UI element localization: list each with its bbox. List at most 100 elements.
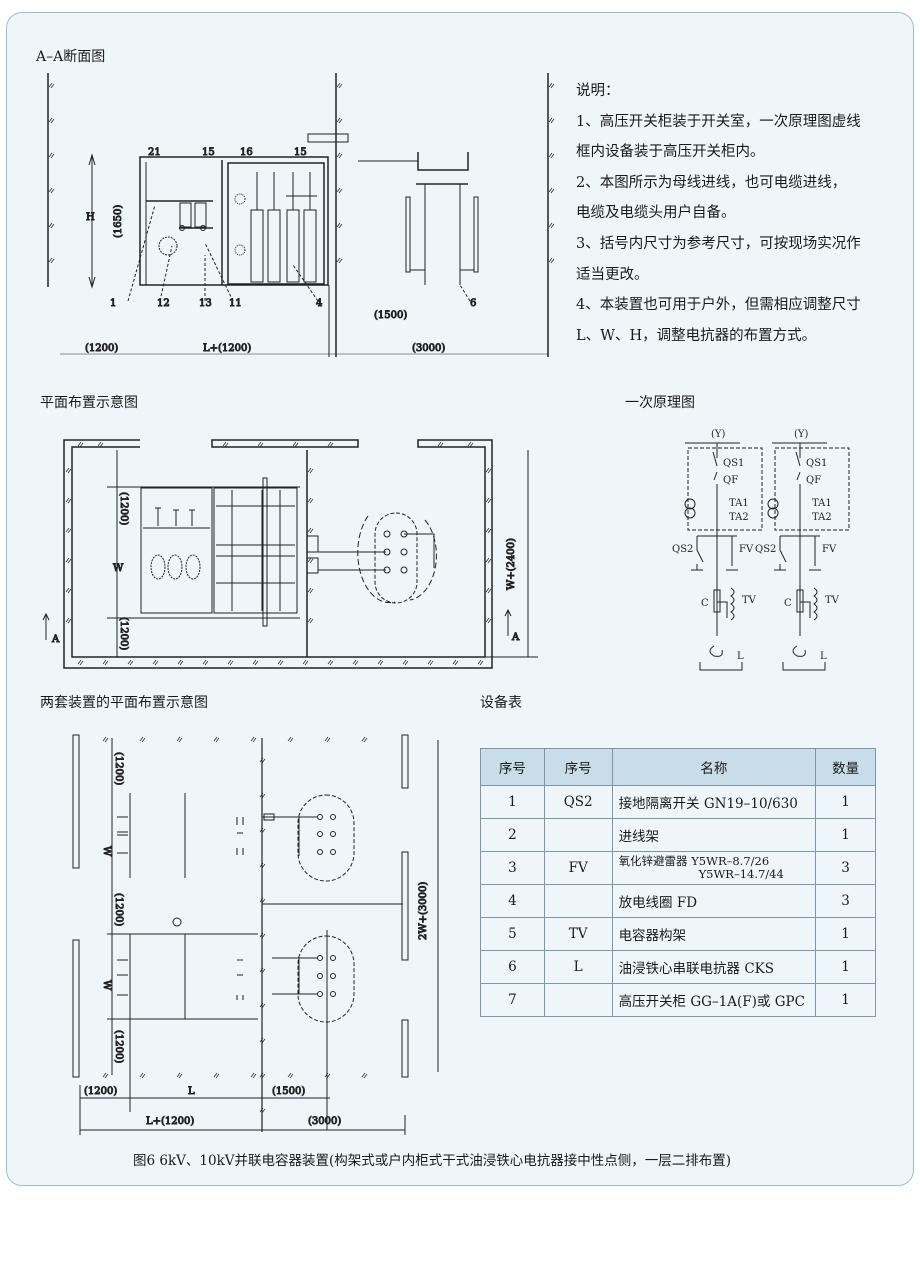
wall-hatch xyxy=(213,1072,220,1079)
plan-drawing: (1200) W (1200) W+(2400) A A xyxy=(42,439,538,669)
schematic-label-ta2: TA2 xyxy=(812,512,832,523)
wall-hatch xyxy=(152,659,159,666)
wall-hatch xyxy=(307,587,314,594)
dim-3000: (3000) xyxy=(412,343,445,354)
top-tag: 16 xyxy=(240,147,253,158)
wall-hatch xyxy=(48,257,55,264)
cell-qty: 3 xyxy=(815,884,876,918)
cell-no: 7 xyxy=(480,983,545,1017)
schematic-label-qf: QF xyxy=(806,475,821,486)
wall-hatch xyxy=(65,557,72,564)
wall-segment xyxy=(211,439,359,448)
wall-hatch xyxy=(177,659,184,666)
top-tag: 15 xyxy=(294,147,307,158)
notes-heading: 说明： xyxy=(576,83,620,99)
wall-hatch xyxy=(102,1072,109,1079)
left-dim: W xyxy=(101,980,112,991)
wall-hatch xyxy=(485,557,492,564)
wall-hatch xyxy=(437,441,444,448)
schematic-label-ta2: TA2 xyxy=(729,512,749,523)
wall-hatch xyxy=(252,659,259,666)
wall-hatch xyxy=(307,557,314,564)
wall-hatch xyxy=(327,659,334,666)
wall-hatch xyxy=(48,82,55,89)
wall-hatch xyxy=(176,736,183,743)
qs2-branch xyxy=(691,535,738,571)
wall-hatch xyxy=(176,1072,183,1079)
reactor-terminals xyxy=(383,530,435,574)
bottom-dim: L+(1200) xyxy=(146,1116,194,1127)
wall-segment xyxy=(72,734,80,869)
wall-hatch xyxy=(548,187,555,194)
wall-hatch xyxy=(277,659,284,666)
two-sets-drawing: (1200) W (1200) W (1200) 2W+(3000) (1200… xyxy=(72,734,439,1135)
wall-hatch xyxy=(259,757,266,764)
cell-code xyxy=(543,983,613,1017)
plan-dim-total: W+(2400) xyxy=(506,538,517,590)
col-header: 数量 xyxy=(815,748,876,786)
wall-hatch xyxy=(259,1107,266,1114)
switchgear-boundary xyxy=(774,447,850,531)
section-aa-drawing: H (1650) (1200) L+(1200) (1500) (3000) 2… xyxy=(47,73,549,357)
qs2-branch xyxy=(774,535,821,571)
top-tag: 15 xyxy=(202,147,215,158)
reactor-clearance xyxy=(357,515,437,604)
dimension-arrows xyxy=(88,153,96,289)
cell-qty: 1 xyxy=(815,983,876,1017)
wall-hatch xyxy=(292,441,299,448)
dim-1650: (1650) xyxy=(113,205,124,238)
reactor-coil-right xyxy=(473,196,479,273)
cell-qty: 1 xyxy=(815,785,876,819)
cell-name: 电容器构架 xyxy=(611,917,817,951)
note-line: L、W、H，调整电抗器的布置方式。 xyxy=(576,327,817,344)
top-tag: 21 xyxy=(148,147,161,158)
dim-1500: (1500) xyxy=(374,310,407,321)
insulator-icon xyxy=(234,193,246,205)
schematic-label-c: C xyxy=(784,598,792,609)
schematic-label-bus: (Y) xyxy=(711,429,726,440)
part-tag: 6 xyxy=(470,298,476,309)
wall-hatch xyxy=(227,659,234,666)
capacitor-cabinet xyxy=(139,156,329,286)
wall-hatch xyxy=(336,152,343,159)
note-line: 4、本装置也可用于户外，但需相应调整尺寸 xyxy=(576,297,861,314)
cell-code: QS2 xyxy=(543,785,613,819)
main-conductor xyxy=(795,443,811,636)
part-tag: 4 xyxy=(316,298,322,309)
schematic-label-qs2: QS2 xyxy=(755,544,776,555)
figure-caption: 图6 6kV、10kV并联电容器装置(构架式或户内柜式干式油浸铁心电抗器接中性点… xyxy=(133,1153,732,1169)
terminal xyxy=(172,917,182,927)
wall-hatch xyxy=(65,527,72,534)
switchgear-frame xyxy=(213,487,298,614)
wall-hatch xyxy=(287,736,294,743)
wall-hatch xyxy=(485,527,492,534)
wall-hatch xyxy=(307,617,314,624)
wall-hatch xyxy=(102,736,109,743)
wall-hatch xyxy=(548,82,555,89)
discharge-coil xyxy=(179,202,192,228)
wall-hatch xyxy=(213,736,220,743)
wall-hatch xyxy=(48,187,55,194)
cell-name-line2: Y5WR–14.7/44 xyxy=(698,867,784,881)
wall-bushing xyxy=(307,133,349,143)
capacitor-frame xyxy=(140,487,213,614)
wall-hatch xyxy=(477,659,484,666)
schematic-label-ta1: TA1 xyxy=(812,498,832,509)
switchgear-compartment xyxy=(227,162,325,285)
capacitor-icon xyxy=(796,589,804,613)
right-dim-total: 2W+(3000) xyxy=(418,882,429,940)
wall-hatch xyxy=(65,587,72,594)
wall-hatch xyxy=(327,441,334,448)
wall-hatch xyxy=(548,152,555,159)
wall-hatch xyxy=(336,82,343,89)
reactor-terminals xyxy=(262,813,336,1130)
main-conductor xyxy=(712,443,728,636)
insulator-icon xyxy=(234,244,246,256)
schematic-label-qs1: QS1 xyxy=(806,458,827,469)
